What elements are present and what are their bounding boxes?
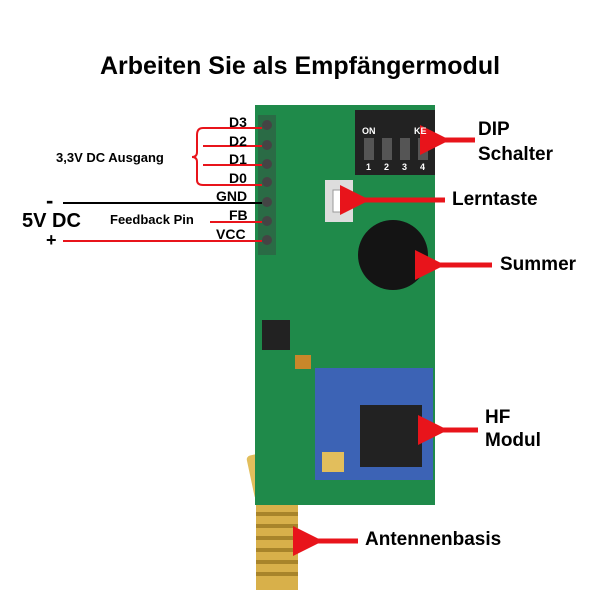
rf-callout-line1: HF <box>485 407 511 428</box>
dip-on-label: ON <box>362 126 376 136</box>
dip-ke-label: KE <box>414 126 427 136</box>
regulator <box>262 320 290 350</box>
buzzer <box>358 220 428 290</box>
output-label: 3,3V DC Ausgang <box>56 150 164 165</box>
dip-1: 1 <box>366 162 372 172</box>
pin-label-fb: FB <box>229 207 248 223</box>
rf-module <box>315 368 433 480</box>
pin-label-d0: D0 <box>229 170 247 186</box>
buzzer-callout: Summer <box>500 254 577 275</box>
antenna-callout: Antennenbasis <box>365 529 502 550</box>
dip-3: 3 <box>402 162 408 172</box>
plus-label: + <box>46 230 57 250</box>
pin-label-d1: D1 <box>229 151 247 167</box>
feedback-label: Feedback Pin <box>110 212 194 227</box>
learn-button <box>325 180 353 222</box>
pin-lines <box>63 127 262 242</box>
capacitor <box>295 355 311 369</box>
dip-2: 2 <box>384 162 390 172</box>
pin-label-d3: D3 <box>229 114 247 130</box>
dip-4: 4 <box>420 162 426 172</box>
dip-callout-line1: DIP <box>478 119 510 140</box>
minus-label: - <box>46 188 54 213</box>
pin-label-gnd: GND <box>216 188 248 204</box>
page-title: Arbeiten Sie als Empfängermodul <box>99 52 501 80</box>
pin-label-vcc: VCC <box>216 226 246 242</box>
learn-button-callout: Lerntaste <box>452 189 538 210</box>
pin-header <box>258 115 276 255</box>
callout-arrows <box>293 125 492 556</box>
supply-label: 5V DC <box>22 210 81 232</box>
pin-label-d2: D2 <box>229 133 247 149</box>
dip-callout-line2: Schalter <box>478 144 553 165</box>
rf-callout-line2: Modul <box>485 430 541 451</box>
